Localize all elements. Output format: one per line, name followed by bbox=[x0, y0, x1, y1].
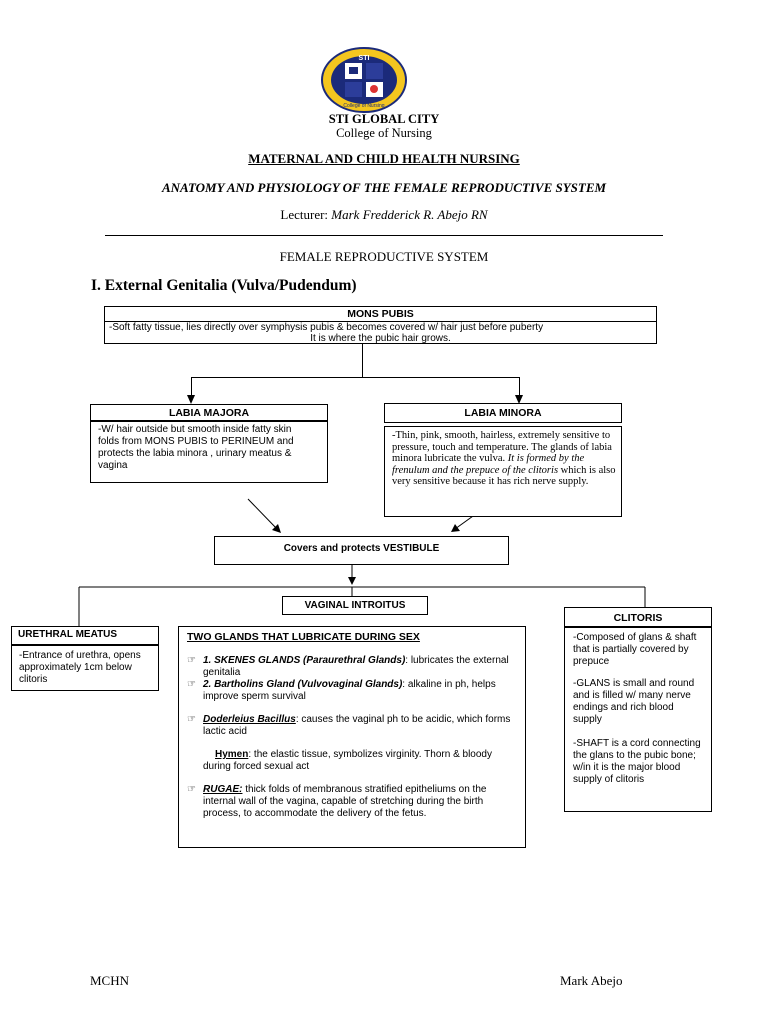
hymen-term: Hymen bbox=[215, 749, 249, 760]
labia-minora-text-italic: It is formed by the frenulum and the pre… bbox=[392, 453, 585, 476]
clitoris-p1: -Composed of glans & shaft that is parti… bbox=[573, 632, 697, 667]
footer-left: MCHN bbox=[90, 973, 130, 988]
labia-minora-text-a: -Thin, pink, smooth, hairless, extremely… bbox=[392, 430, 612, 464]
rugae-text: thick folds of membranous stratified epi… bbox=[203, 784, 487, 819]
doderleins-item: Doderleius Bacillus: causes the vaginal … bbox=[203, 714, 521, 738]
course-title: MATERNAL AND CHILD HEALTH NURSING bbox=[248, 151, 520, 166]
clitoris-title-box: CLITORIS bbox=[564, 607, 712, 627]
connector-left-down bbox=[191, 377, 192, 397]
vaginal-introitus-title: VAGINAL INTROITUS bbox=[304, 600, 406, 611]
clitoris-p2: -GLANS is small and round and is filled … bbox=[573, 678, 695, 725]
labia-minora-text: -Thin, pink, smooth, hairless, extremely… bbox=[392, 430, 620, 488]
vestibule-box: Covers and protects VESTIBULE bbox=[214, 536, 509, 565]
mons-pubis-line2: It is where the pubic hair grows. bbox=[310, 333, 451, 344]
doderleins-term: Doderleius Bacillus bbox=[203, 714, 296, 725]
urethral-meatus-text: -Entrance of urethra, opens approximatel… bbox=[19, 650, 141, 685]
labia-minora-box: -Thin, pink, smooth, hairless, extremely… bbox=[384, 426, 622, 517]
pointing-hand-icon: ☞ bbox=[187, 679, 196, 690]
bartholin-term: 2. Bartholins Gland (Vulvovaginal Glands… bbox=[203, 679, 403, 690]
logo-text: STI bbox=[359, 55, 370, 62]
connector-right-down bbox=[519, 377, 520, 397]
lecturer-line: Lecturer: Mark Fredderick R. Abejo RN bbox=[0, 207, 768, 223]
labia-majora-text: -W/ hair outside but smooth inside fatty… bbox=[98, 424, 294, 471]
vestibule-title: Covers and protects VESTIBULE bbox=[283, 543, 440, 554]
college-name: College of Nursing bbox=[336, 126, 432, 140]
skenes-item: 1. SKENES GLANDS (Paraurethral Glands): … bbox=[203, 655, 518, 679]
mons-pubis-title: MONS PUBIS bbox=[347, 308, 414, 320]
vaginal-introitus-box: VAGINAL INTROITUS bbox=[282, 596, 428, 615]
clitoris-p3: -SHAFT is a cord connecting the glans to… bbox=[573, 738, 701, 785]
skenes-term: 1. SKENES GLANDS (Paraurethral Glands) bbox=[203, 655, 406, 666]
mons-pubis-line1: -Soft fatty tissue, lies directly over s… bbox=[109, 322, 544, 333]
header-divider bbox=[105, 235, 663, 236]
mons-pubis-divider bbox=[105, 321, 656, 322]
topic-title: ANATOMY AND PHYSIOLOGY OF THE FEMALE REP… bbox=[161, 180, 607, 195]
labia-minora-title-box: LABIA MINORA bbox=[384, 403, 622, 423]
bartholin-text: : alkaline in ph, helps improve sperm su… bbox=[203, 679, 496, 702]
clitoris-box: -Composed of glans & shaft that is parti… bbox=[564, 627, 712, 812]
labia-majora-title: LABIA MAJORA bbox=[168, 407, 250, 419]
rugae-item: RUGAE: thick folds of membranous stratif… bbox=[203, 784, 521, 820]
labia-majora-title-box: LABIA MAJORA bbox=[90, 404, 328, 421]
glands-box: TWO GLANDS THAT LUBRICATE DURING SEX ☞ 1… bbox=[178, 626, 526, 848]
hymen-item: Hymen: the elastic tissue, symbolizes vi… bbox=[203, 749, 521, 773]
footer-right: Mark Abejo bbox=[560, 973, 623, 988]
labia-majora-box: -W/ hair outside but smooth inside fatty… bbox=[90, 421, 328, 483]
bartholin-item: 2. Bartholins Gland (Vulvovaginal Glands… bbox=[203, 679, 518, 703]
school-name: STI GLOBAL CITY bbox=[328, 112, 440, 126]
lecturer-label: Lecturer: bbox=[280, 207, 329, 222]
doderleins-text: : causes the vaginal ph to be acidic, wh… bbox=[203, 714, 511, 737]
logo-ring-text: College of Nursing bbox=[343, 103, 384, 109]
skenes-text: : lubricates the external genitalia bbox=[203, 655, 509, 678]
clitoris-title: CLITORIS bbox=[613, 612, 663, 624]
rugae-term: RUGAE: bbox=[203, 784, 243, 795]
school-logo: STI College of Nursing bbox=[321, 47, 407, 113]
section-title: FEMALE REPRODUCTIVE SYSTEM bbox=[279, 249, 489, 264]
urethral-meatus-box: -Entrance of urethra, opens approximatel… bbox=[11, 645, 159, 691]
glands-title: TWO GLANDS THAT LUBRICATE DURING SEX bbox=[187, 631, 420, 643]
labia-minora-title: LABIA MINORA bbox=[464, 407, 542, 419]
pointing-hand-icon: ☞ bbox=[187, 784, 196, 795]
labia-minora-text-b: which is also very sensitive because it … bbox=[392, 464, 616, 488]
urethral-meatus-title: URETHRAL MEATUS bbox=[18, 629, 118, 640]
connector-mons-down bbox=[362, 344, 363, 377]
pointing-hand-icon: ☞ bbox=[187, 655, 196, 666]
pointing-hand-icon: ☞ bbox=[187, 714, 196, 725]
lecturer-name: Mark Fredderick R. Abejo RN bbox=[331, 207, 488, 222]
connector-horizontal-top bbox=[191, 377, 520, 378]
urethral-meatus-title-box: URETHRAL MEATUS bbox=[11, 626, 159, 645]
hymen-text: : the elastic tissue, symbolizes virgini… bbox=[203, 749, 492, 772]
mons-pubis-box: MONS PUBIS -Soft fatty tissue, lies dire… bbox=[104, 306, 657, 344]
subsection-title: I. External Genitalia (Vulva/Pudendum) bbox=[91, 277, 357, 294]
